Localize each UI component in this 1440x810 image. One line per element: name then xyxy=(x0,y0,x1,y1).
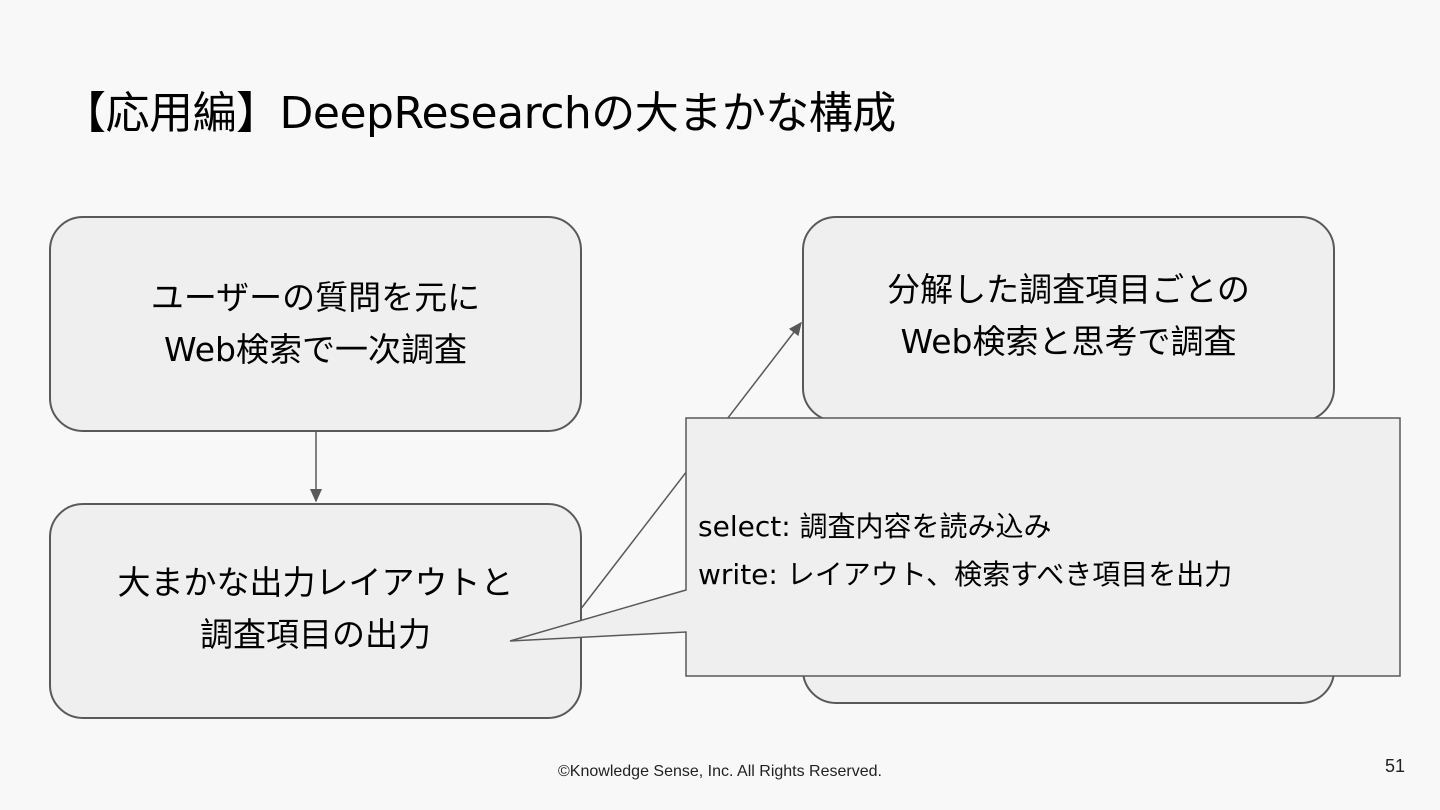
box-itemwise-research: 分解した調査項目ごとの Web検索と思考で調査 xyxy=(802,216,1335,422)
callout-line-write: write: レイアウト、検索すべき項目を出力 xyxy=(698,558,1233,591)
box-layout-line1: 大まかな出力レイアウトと xyxy=(117,563,514,602)
copyright-footer: ©Knowledge Sense, Inc. All Rights Reserv… xyxy=(558,763,882,780)
callout-line-select: select: 調査内容を読み込み xyxy=(698,510,1052,543)
slide-title: 【応用編】DeepResearchの大まかな構成 xyxy=(62,88,896,139)
box-initial-research: ユーザーの質問を元に Web検索で一次調査 xyxy=(49,216,582,432)
callout-text: select: 調査内容を読み込み write: レイアウト、検索すべき項目を出… xyxy=(698,503,1232,599)
box-initial-line2: Web検索で一次調査 xyxy=(164,330,467,369)
box-itemwise-line1: 分解した調査項目ごとの xyxy=(887,270,1250,309)
box-layout-output: 大まかな出力レイアウトと 調査項目の出力 xyxy=(49,503,582,719)
page-number: 51 xyxy=(1385,756,1406,776)
box-layout-line2: 調査項目の出力 xyxy=(200,615,431,654)
box-initial-line1: ユーザーの質問を元に xyxy=(150,278,481,317)
box-itemwise-line2: Web検索と思考で調査 xyxy=(900,322,1237,361)
